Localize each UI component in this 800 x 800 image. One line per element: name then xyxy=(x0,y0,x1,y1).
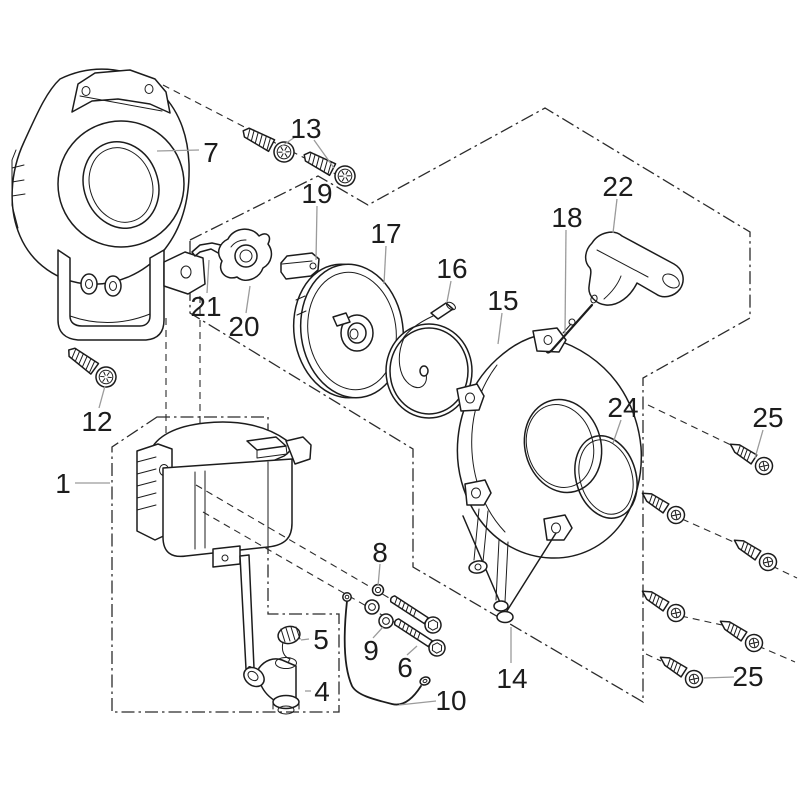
callout-leader-25 xyxy=(754,429,764,459)
callout-leader-24 xyxy=(612,419,622,444)
callout-leader-25 xyxy=(703,676,735,679)
part-4-elbow-connector xyxy=(243,657,300,715)
part-20-pawl xyxy=(217,228,273,281)
callout-leader-6 xyxy=(406,645,418,656)
part-number-22: 22 xyxy=(602,171,633,202)
part-10-ground-wire xyxy=(342,592,431,706)
callout-leader-19 xyxy=(315,205,318,261)
part-number-1: 1 xyxy=(55,468,71,499)
callout-leader-13 xyxy=(281,136,296,147)
part-number-4: 4 xyxy=(314,676,330,707)
part-number-9: 9 xyxy=(363,635,379,666)
callout-leader-12 xyxy=(98,385,106,409)
callout-leader-21 xyxy=(206,259,210,294)
part-number-7: 7 xyxy=(203,137,219,168)
part-number-10: 10 xyxy=(435,685,466,716)
part-number-8: 8 xyxy=(372,537,388,568)
axis-lines-screws-25 xyxy=(645,404,798,663)
part-number-17: 17 xyxy=(370,218,401,249)
part-number-18: 18 xyxy=(551,202,582,233)
part-24-o-ring xyxy=(574,435,638,519)
part-number-21: 21 xyxy=(190,291,221,322)
callout-leader-22 xyxy=(612,198,618,234)
part-number-24: 24 xyxy=(607,392,638,423)
callout-leader-5 xyxy=(300,638,310,641)
callout-leader-13 xyxy=(313,139,335,169)
part-number-25: 25 xyxy=(752,402,783,433)
detail-frame-14 xyxy=(189,107,751,704)
part-number-12: 12 xyxy=(81,406,112,437)
part-number-6: 6 xyxy=(397,652,413,683)
part-number-5: 5 xyxy=(313,624,329,655)
part-9-washer-b xyxy=(378,613,394,629)
callout-leader-18 xyxy=(564,229,567,335)
part-1-tank-assembly xyxy=(136,421,312,676)
callout-leader-20 xyxy=(245,285,251,314)
callout-leader-17 xyxy=(383,245,387,285)
part-5-spring xyxy=(277,625,301,668)
part-19-latch xyxy=(280,252,320,280)
part-number-14: 14 xyxy=(496,663,527,694)
part-number-19: 19 xyxy=(301,178,332,209)
part-number-20: 20 xyxy=(228,311,259,342)
part-18-starter-rope xyxy=(545,303,594,354)
part-number-25: 25 xyxy=(732,661,763,692)
callout-leader-10 xyxy=(398,700,437,706)
callout-leader-8 xyxy=(377,563,381,587)
callout-leader-9 xyxy=(372,626,384,639)
part-7-fan-housing xyxy=(11,68,206,341)
part-9-washer-a xyxy=(364,599,380,615)
part-17-rope-rotor xyxy=(292,263,405,399)
part-15-starter-cover xyxy=(456,318,643,624)
part-16-rewind-spring xyxy=(385,301,473,419)
part-number-15: 15 xyxy=(487,285,518,316)
part-number-16: 16 xyxy=(436,253,467,284)
callout-leader-15 xyxy=(497,312,503,345)
callout-leader-16 xyxy=(446,280,452,303)
callout-leader-7 xyxy=(156,149,200,152)
part-22-starter-grip xyxy=(584,231,684,306)
part-8-washer xyxy=(371,583,385,597)
part-number-13: 13 xyxy=(290,113,321,144)
